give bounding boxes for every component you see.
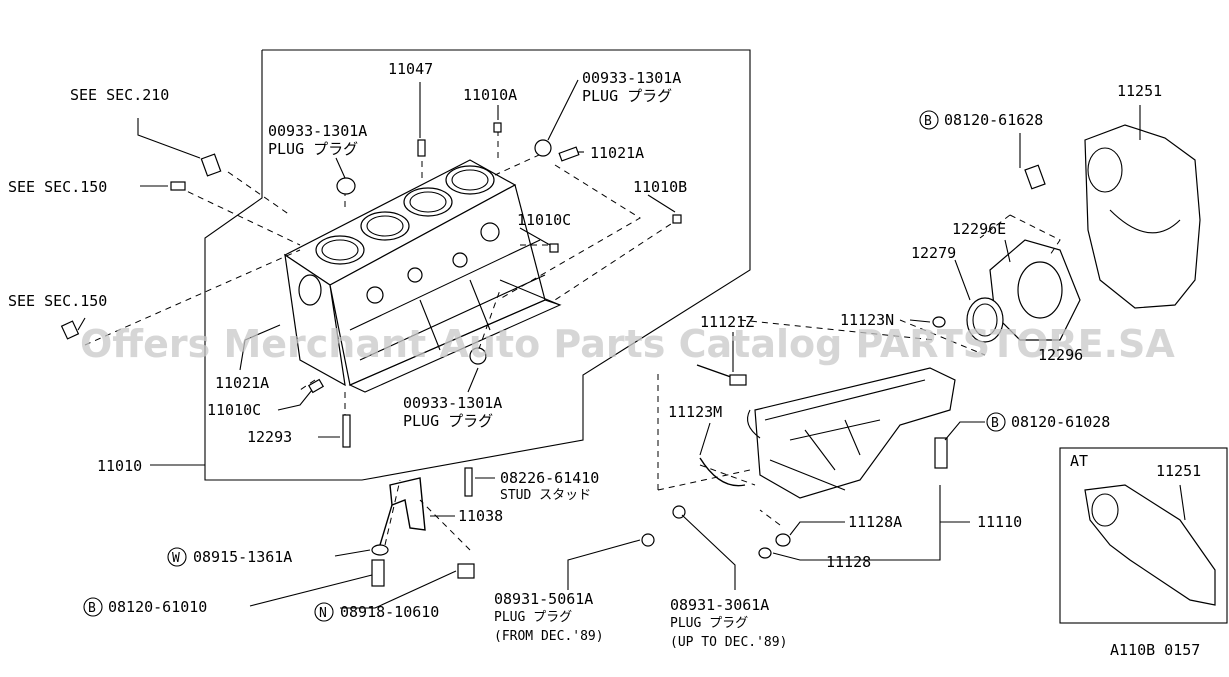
label-bolt-61628-number: 08120-61628 [944, 111, 1043, 129]
rear-plate [1084, 124, 1201, 309]
label-12279: 12279 [911, 244, 956, 262]
label-plug-3061-number: 08931-3061A [670, 596, 769, 614]
label-at: AT [1070, 452, 1088, 470]
label-12296E: 12296E [952, 220, 1006, 238]
label-washer-code: W [172, 551, 180, 566]
leader-lines [77, 79, 1186, 609]
label-bolt-b-code: B [88, 601, 96, 616]
label-bolt-b-number: 08120-61010 [108, 598, 207, 616]
label-11010C-bottom: 11010C [207, 401, 261, 419]
label-nut-code: N [319, 606, 327, 621]
watermark: Offers Merchant Auto Parts Catalog PARTS… [80, 322, 1175, 366]
label-11128A: 11128A [848, 513, 902, 531]
label-plug-5061-note: (FROM DEC.'89) [494, 629, 604, 644]
diagram-code: A110B 0157 [1110, 641, 1200, 659]
label-11128: 11128 [826, 553, 871, 571]
label-11010A: 11010A [463, 86, 517, 104]
label-11010: 11010 [97, 457, 142, 475]
label-11121Z: 11121Z [700, 313, 754, 331]
label-11021A-bottom: 11021A [215, 374, 269, 392]
dash-lines-pan [657, 319, 986, 526]
dash-lines-retainer [979, 214, 1061, 256]
label-stud-text: STUD スタッド [500, 488, 591, 503]
label-plug-5061-number: 08931-5061A [494, 590, 593, 608]
label-see-sec-150-b: SEE SEC.150 [8, 292, 107, 310]
label-12293: 12293 [247, 428, 292, 446]
label-11047: 11047 [388, 60, 433, 78]
label-plug-c-text: PLUG プラグ [403, 412, 493, 430]
label-bolt-61028-number: 08120-61028 [1011, 413, 1110, 431]
block-frame [204, 49, 751, 481]
label-11251-at: 11251 [1156, 462, 1201, 480]
label-plug-5061-text: PLUG プラグ [494, 610, 572, 625]
label-plug-3061-text: PLUG プラグ [670, 616, 748, 631]
label-nut-number: 08918-10610 [340, 603, 439, 621]
label-11010C-top: 11010C [517, 211, 571, 229]
label-11123N: 11123N [840, 311, 894, 329]
label-11010B: 11010B [633, 178, 687, 196]
label-plug-c-number: 00933-1301A [403, 394, 502, 412]
at-rear-plate [1084, 484, 1216, 606]
code-circles [83, 110, 1006, 622]
at-plate-hole [1091, 493, 1119, 527]
label-plug-3061-note: (UP TO DEC.'89) [670, 635, 787, 650]
small-parts [60, 122, 686, 587]
label-plug-a-number: 00933-1301A [268, 122, 367, 140]
at-inset-box [1059, 447, 1228, 624]
label-bolt-61628-code: B [924, 114, 932, 129]
label-11038: 11038 [458, 507, 503, 525]
label-plug-b-text: PLUG プラグ [582, 87, 672, 105]
label-see-sec-150-a: SEE SEC.150 [8, 178, 107, 196]
label-washer-number: 08915-1361A [193, 548, 292, 566]
dash-lines-block [84, 130, 681, 551]
label-stud-number: 08226-61410 [500, 469, 599, 487]
label-11021A-top: 11021A [590, 144, 644, 162]
rear-seal-retainer [966, 164, 1081, 343]
cylinder-block [283, 159, 562, 393]
labels: SEE SEC.210 SEE SEC.150 SEE SEC.150 1104… [8, 60, 1201, 659]
label-plug-a-text: PLUG プラグ [268, 140, 358, 158]
label-see-sec-210: SEE SEC.210 [70, 86, 169, 104]
label-bolt-61028-code: B [991, 416, 999, 431]
label-11251-top: 11251 [1117, 82, 1162, 100]
label-11123M: 11123M [668, 403, 722, 421]
label-plug-b-number: 00933-1301A [582, 69, 681, 87]
oil-pan [696, 316, 956, 559]
label-12296: 12296 [1038, 346, 1083, 364]
label-11110: 11110 [977, 513, 1022, 531]
